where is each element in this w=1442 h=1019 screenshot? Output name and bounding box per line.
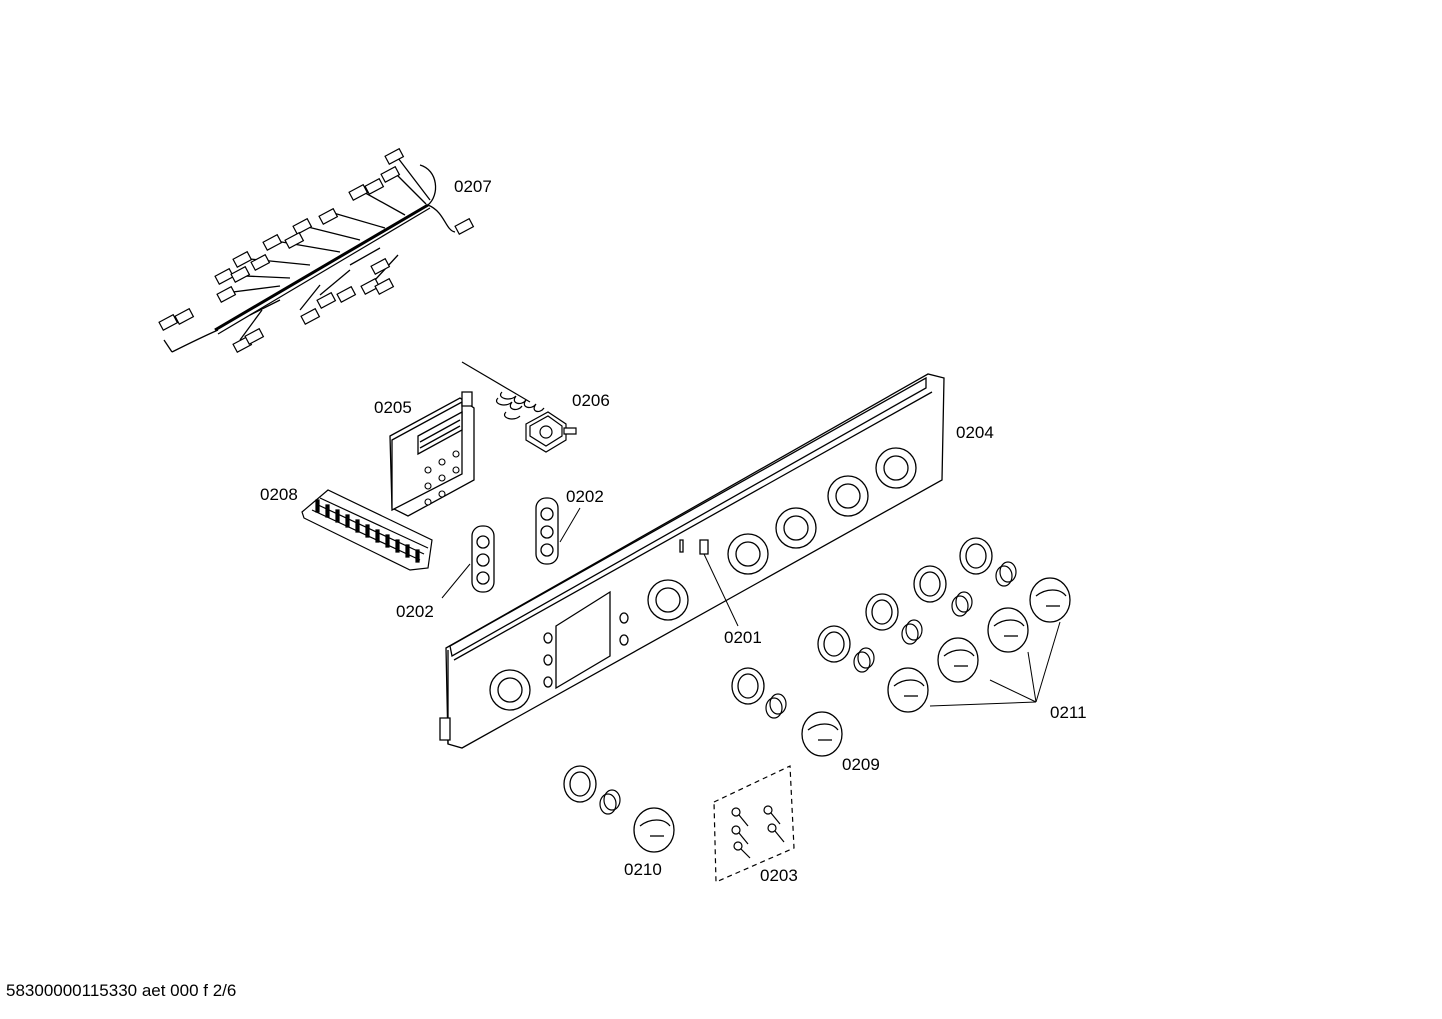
label-0210: 0210 — [624, 860, 662, 879]
knob-0210 — [634, 808, 674, 852]
terminal-block-0208 — [302, 490, 432, 570]
knob-0211-a — [888, 668, 928, 712]
lamp-holder-0202-left — [472, 526, 494, 592]
knob-rings — [564, 538, 992, 802]
knob-0211-b — [938, 638, 978, 682]
label-0204: 0204 — [956, 423, 994, 442]
part-labels: 0207 0205 0206 0204 0208 0202 0202 0201 … — [260, 177, 1087, 885]
control-panel-0204 — [440, 374, 944, 748]
label-0206: 0206 — [572, 391, 610, 410]
selector-switch-0206 — [462, 362, 576, 452]
label-0202-right: 0202 — [566, 487, 604, 506]
label-0207: 0207 — [454, 177, 492, 196]
knob-0209 — [802, 712, 842, 756]
knob-springs — [600, 562, 1016, 814]
wiring-harness-0207 — [159, 149, 473, 352]
lamp-holder-0202-right — [536, 498, 558, 564]
label-0203: 0203 — [760, 866, 798, 885]
label-0209: 0209 — [842, 755, 880, 774]
knob-0211-d — [1030, 578, 1070, 622]
label-0202-left: 0202 — [396, 602, 434, 621]
knob-0211-c — [988, 608, 1028, 652]
label-0201: 0201 — [724, 628, 762, 647]
label-0205: 0205 — [374, 398, 412, 417]
label-0208: 0208 — [260, 485, 298, 504]
label-0211: 0211 — [1050, 703, 1087, 722]
leader-lines — [442, 508, 1060, 706]
control-knobs — [634, 578, 1070, 852]
electronic-module-0205 — [390, 392, 474, 516]
screws-0203 — [714, 766, 794, 882]
drawing-reference-code: 58300000115330 aet 000 f 2/6 — [6, 981, 237, 1000]
